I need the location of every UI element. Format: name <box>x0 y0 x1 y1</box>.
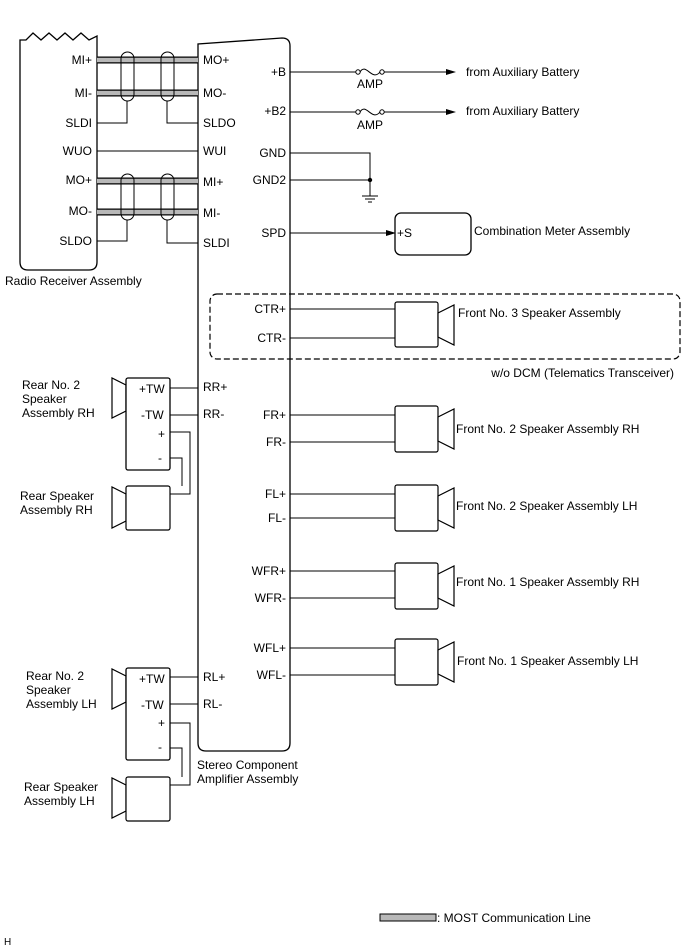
rear-no2-rh-pin-tw-plus: +TW <box>139 382 165 396</box>
front-no1-rh-speaker-label: Front No. 1 Speaker Assembly RH <box>456 575 639 589</box>
rear-no2-rh-label-line2: Speaker <box>22 392 67 406</box>
fuse-label-b2: AMP <box>357 118 383 132</box>
amp-pin-wui: WUI <box>203 144 226 158</box>
front-speaker-wires <box>290 308 395 676</box>
amp-pin-mo-minus: MO- <box>203 86 226 100</box>
wire-spd <box>290 230 396 236</box>
rear-rh-speaker-label-line1: Rear Speaker <box>20 489 94 503</box>
amp-pin-rl-minus: RL- <box>203 697 222 711</box>
amp-pin-mi-minus: MI- <box>203 206 220 220</box>
legend-most-line-label: : MOST Communication Line <box>437 911 591 925</box>
radio-pin-mi-plus: MI+ <box>72 53 92 67</box>
radio-pin-mo-plus: MO+ <box>66 173 92 187</box>
most-line-upper-pair <box>97 51 198 124</box>
front-no2-rh-speaker-icon <box>394 405 455 453</box>
rear-no2-lh-pin-tw-plus: +TW <box>139 672 165 686</box>
radio-receiver-box <box>19 32 98 271</box>
rear-no2-lh-label-line1: Rear No. 2 <box>26 669 84 683</box>
amp-pin-rl-plus: RL+ <box>203 670 225 684</box>
amp-pin-wfl-minus: WFL- <box>257 668 286 682</box>
front-no2-lh-speaker-icon <box>394 484 455 532</box>
rear-rh-speaker-label-line2: Assembly RH <box>20 503 93 517</box>
ground-symbol <box>290 152 378 203</box>
corner-mark: H <box>4 937 11 948</box>
amp-pin-wfl-plus: WFL+ <box>254 641 286 655</box>
front-no2-lh-speaker-label: Front No. 2 Speaker Assembly LH <box>456 499 637 513</box>
amp-pin-fr-plus: FR+ <box>263 408 286 422</box>
radio-pin-sldo: SLDO <box>59 234 92 248</box>
rear-lh-wires <box>170 676 198 786</box>
amp-pin-sldo: SLDO <box>203 116 236 130</box>
rear-lh-speaker-label-line1: Rear Speaker <box>24 780 98 794</box>
amp-pin-wfr-plus: WFR+ <box>252 564 286 578</box>
rear-no2-lh-label-line3: Assembly LH <box>26 697 97 711</box>
amp-pin-ctr-minus: CTR- <box>257 331 286 345</box>
radio-pin-mo-minus: MO- <box>69 204 92 218</box>
front-no1-lh-speaker-icon <box>394 638 455 686</box>
amp-pin-fl-minus: FL- <box>268 511 286 525</box>
power-source-b2: from Auxiliary Battery <box>466 104 579 118</box>
radio-receiver-label: Radio Receiver Assembly <box>5 274 142 288</box>
amplifier-box <box>197 37 291 752</box>
rear-rh-wires <box>170 387 198 495</box>
front-no3-speaker-label: Front No. 3 Speaker Assembly <box>458 306 621 320</box>
rear-no2-rh-pin-tw-minus: -TW <box>141 408 164 422</box>
amp-pin-rr-plus: RR+ <box>203 380 227 394</box>
combination-meter-box <box>394 212 472 256</box>
ctr-group-label: w/o DCM (Telematics Transceiver) <box>490 366 674 380</box>
legend-most-line-icon <box>379 913 437 922</box>
rear-rh-speaker-icon <box>111 485 171 531</box>
rear-no2-lh-speaker-icon <box>111 667 171 761</box>
amp-pin-mo-plus: MO+ <box>203 53 229 67</box>
rear-no2-rh-label-line3: Assembly RH <box>22 406 95 420</box>
rear-no2-lh-pin-minus: - <box>158 740 162 754</box>
front-no1-lh-speaker-label: Front No. 1 Speaker Assembly LH <box>457 654 638 668</box>
radio-pin-sldi: SLDI <box>65 116 92 130</box>
amp-pin-wfr-minus: WFR- <box>255 591 286 605</box>
rear-no2-rh-speaker-icon <box>111 377 171 471</box>
combination-meter-pin: +S <box>397 226 412 240</box>
rear-no2-rh-label-line1: Rear No. 2 <box>22 378 80 392</box>
radio-pin-wuo: WUO <box>63 144 92 158</box>
fuse-label-b: AMP <box>357 77 383 91</box>
amplifier-label-line2: Amplifier Assembly <box>197 772 298 786</box>
amp-pin-ctr-plus: CTR+ <box>254 302 286 316</box>
amp-pin-gnd: GND <box>259 146 286 160</box>
rear-no2-rh-pin-minus: - <box>158 451 162 465</box>
amp-pin-gnd2: GND2 <box>253 173 287 187</box>
most-line-lower-pair <box>97 173 198 244</box>
power-source-b: from Auxiliary Battery <box>466 65 579 79</box>
front-no2-rh-speaker-label: Front No. 2 Speaker Assembly RH <box>456 422 639 436</box>
rear-no2-lh-label-line2: Speaker <box>26 683 71 697</box>
amp-pin-fl-plus: FL+ <box>265 487 286 501</box>
amplifier-label-line1: Stereo Component <box>197 758 298 772</box>
radio-pin-mi-minus: MI- <box>75 86 92 100</box>
power-line-b2 <box>290 108 456 116</box>
rear-no2-lh-pin-plus: + <box>158 716 165 730</box>
amp-pin-b: +B <box>271 65 286 79</box>
amp-pin-b2: +B2 <box>264 104 286 118</box>
rear-no2-lh-pin-tw-minus: -TW <box>141 698 164 712</box>
ctr-group-frame <box>209 293 681 360</box>
rear-lh-speaker-icon <box>111 776 171 822</box>
power-line-b <box>290 68 456 76</box>
rear-no2-rh-pin-plus: + <box>158 427 165 441</box>
amp-pin-mi-plus: MI+ <box>203 175 223 189</box>
amp-pin-sldi: SLDI <box>203 236 230 250</box>
amp-pin-fr-minus: FR- <box>266 435 286 449</box>
amp-pin-spd: SPD <box>261 226 286 240</box>
front-no3-speaker-icon <box>394 301 455 348</box>
front-no1-rh-speaker-icon <box>394 562 455 610</box>
combination-meter-label: Combination Meter Assembly <box>474 224 630 238</box>
rear-lh-speaker-label-line2: Assembly LH <box>24 794 95 808</box>
amp-pin-rr-minus: RR- <box>203 407 224 421</box>
